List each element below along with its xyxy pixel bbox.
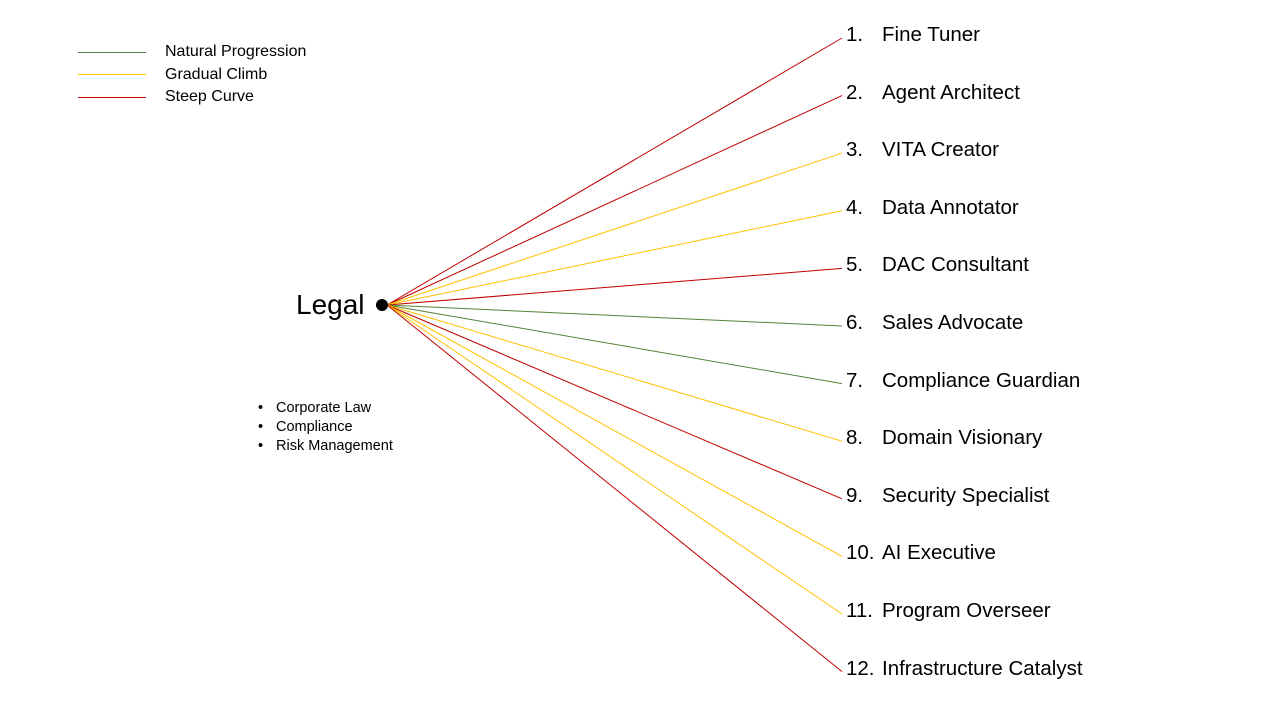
role-item: 6. Sales Advocate: [846, 308, 1083, 366]
legend: Natural Progression Gradual Climb Steep …: [78, 41, 306, 109]
role-number: 12.: [846, 656, 875, 680]
connector-line: [386, 267, 843, 306]
role-name: Agent Architect: [882, 80, 1020, 104]
legend-item-gradual-climb: Gradual Climb: [78, 64, 306, 87]
legend-item-steep-curve: Steep Curve: [78, 86, 306, 109]
role-number: 4.: [846, 195, 864, 219]
role-item: 7. Compliance Guardian: [846, 366, 1083, 424]
connector-line: [386, 304, 843, 327]
role-name: Security Specialist: [882, 483, 1050, 507]
role-name: Program Overseer: [882, 598, 1051, 622]
focus-area-item: Compliance: [256, 418, 393, 437]
legend-label: Natural Progression: [165, 43, 307, 61]
roles-list: 1. Fine Tuner 2. Agent Architect 3. VITA Cr…: [846, 20, 1083, 711]
connector-line: [386, 304, 843, 500]
role-number: 7.: [846, 368, 864, 392]
focus-areas-list: Corporate Law Compliance Risk Management: [256, 399, 393, 456]
connector-line: [386, 37, 843, 306]
role-name: Domain Visionary: [882, 426, 1043, 450]
legend-swatch-gradual: [78, 74, 146, 76]
role-name: Fine Tuner: [882, 23, 980, 46]
connector-line: [386, 210, 843, 306]
role-item: 9. Security Specialist: [846, 481, 1083, 539]
connector-line: [386, 304, 843, 442]
role-item: 2. Agent Architect: [846, 78, 1083, 136]
role-item: 8. Domain Visionary: [846, 423, 1083, 481]
role-name: Infrastructure Catalyst: [882, 656, 1083, 680]
connector-line: [386, 304, 843, 385]
hub-node: [376, 299, 388, 311]
legend-swatch-steep: [78, 96, 146, 98]
connector-line: [386, 304, 843, 557]
connector-line: [386, 95, 843, 306]
legend-swatch-natural: [78, 51, 146, 53]
legend-item-natural-progression: Natural Progression: [78, 41, 306, 64]
hub-label: Legal: [296, 289, 365, 320]
role-number: 5.: [846, 253, 864, 277]
role-item: 4. Data Annotator: [846, 193, 1083, 251]
role-item: 1. Fine Tuner: [846, 20, 1083, 78]
role-number: 11.: [846, 598, 873, 622]
role-number: 9.: [846, 483, 864, 507]
role-name: DAC Consultant: [882, 253, 1029, 277]
role-number: 10.: [846, 541, 875, 565]
legend-label: Gradual Climb: [165, 65, 268, 83]
role-number: 3.: [846, 138, 864, 162]
role-name: VITA Creator: [882, 138, 999, 162]
role-name: AI Executive: [882, 541, 996, 565]
connector-line: [386, 304, 843, 672]
focus-area-item: Risk Management: [256, 437, 393, 456]
role-name: Sales Advocate: [882, 310, 1024, 334]
role-item: 3. VITA Creator: [846, 135, 1083, 193]
legend-label: Steep Curve: [165, 88, 254, 106]
role-number: 1.: [846, 23, 864, 46]
connector-line: [386, 152, 843, 306]
role-item: 5. DAC Consultant: [846, 250, 1083, 308]
role-name: Compliance Guardian: [882, 368, 1081, 392]
role-item: 10. AI Executive: [846, 538, 1083, 596]
role-number: 6.: [846, 310, 864, 334]
connector-line: [386, 304, 843, 615]
focus-area-item: Corporate Law: [256, 399, 393, 418]
role-name: Data Annotator: [882, 195, 1019, 219]
role-item: 12. Infrastructure Catalyst: [846, 654, 1083, 712]
role-item: 11. Program Overseer: [846, 596, 1083, 654]
role-number: 8.: [846, 426, 864, 450]
role-number: 2.: [846, 80, 864, 104]
